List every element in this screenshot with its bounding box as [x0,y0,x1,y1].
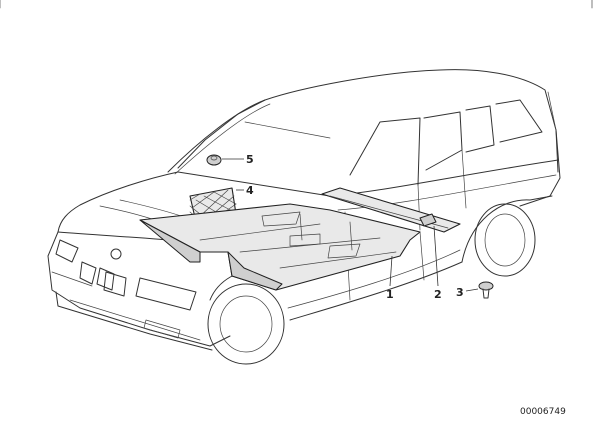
callout-2: 2 [434,288,442,301]
callout-5: 5 [246,153,254,166]
part-3-rivet [478,281,494,299]
callout-3: 3 [456,286,464,299]
drawing-number: 00006749 [520,407,566,417]
car-body-outline [167,69,561,321]
part-1-floor-carpet [139,203,421,291]
callout-1: 1 [386,288,394,301]
part-2-floor-panel-rear [321,187,461,233]
callout-4: 4 [246,184,254,197]
leader-lines [222,158,479,292]
part-5-clip [206,154,222,166]
